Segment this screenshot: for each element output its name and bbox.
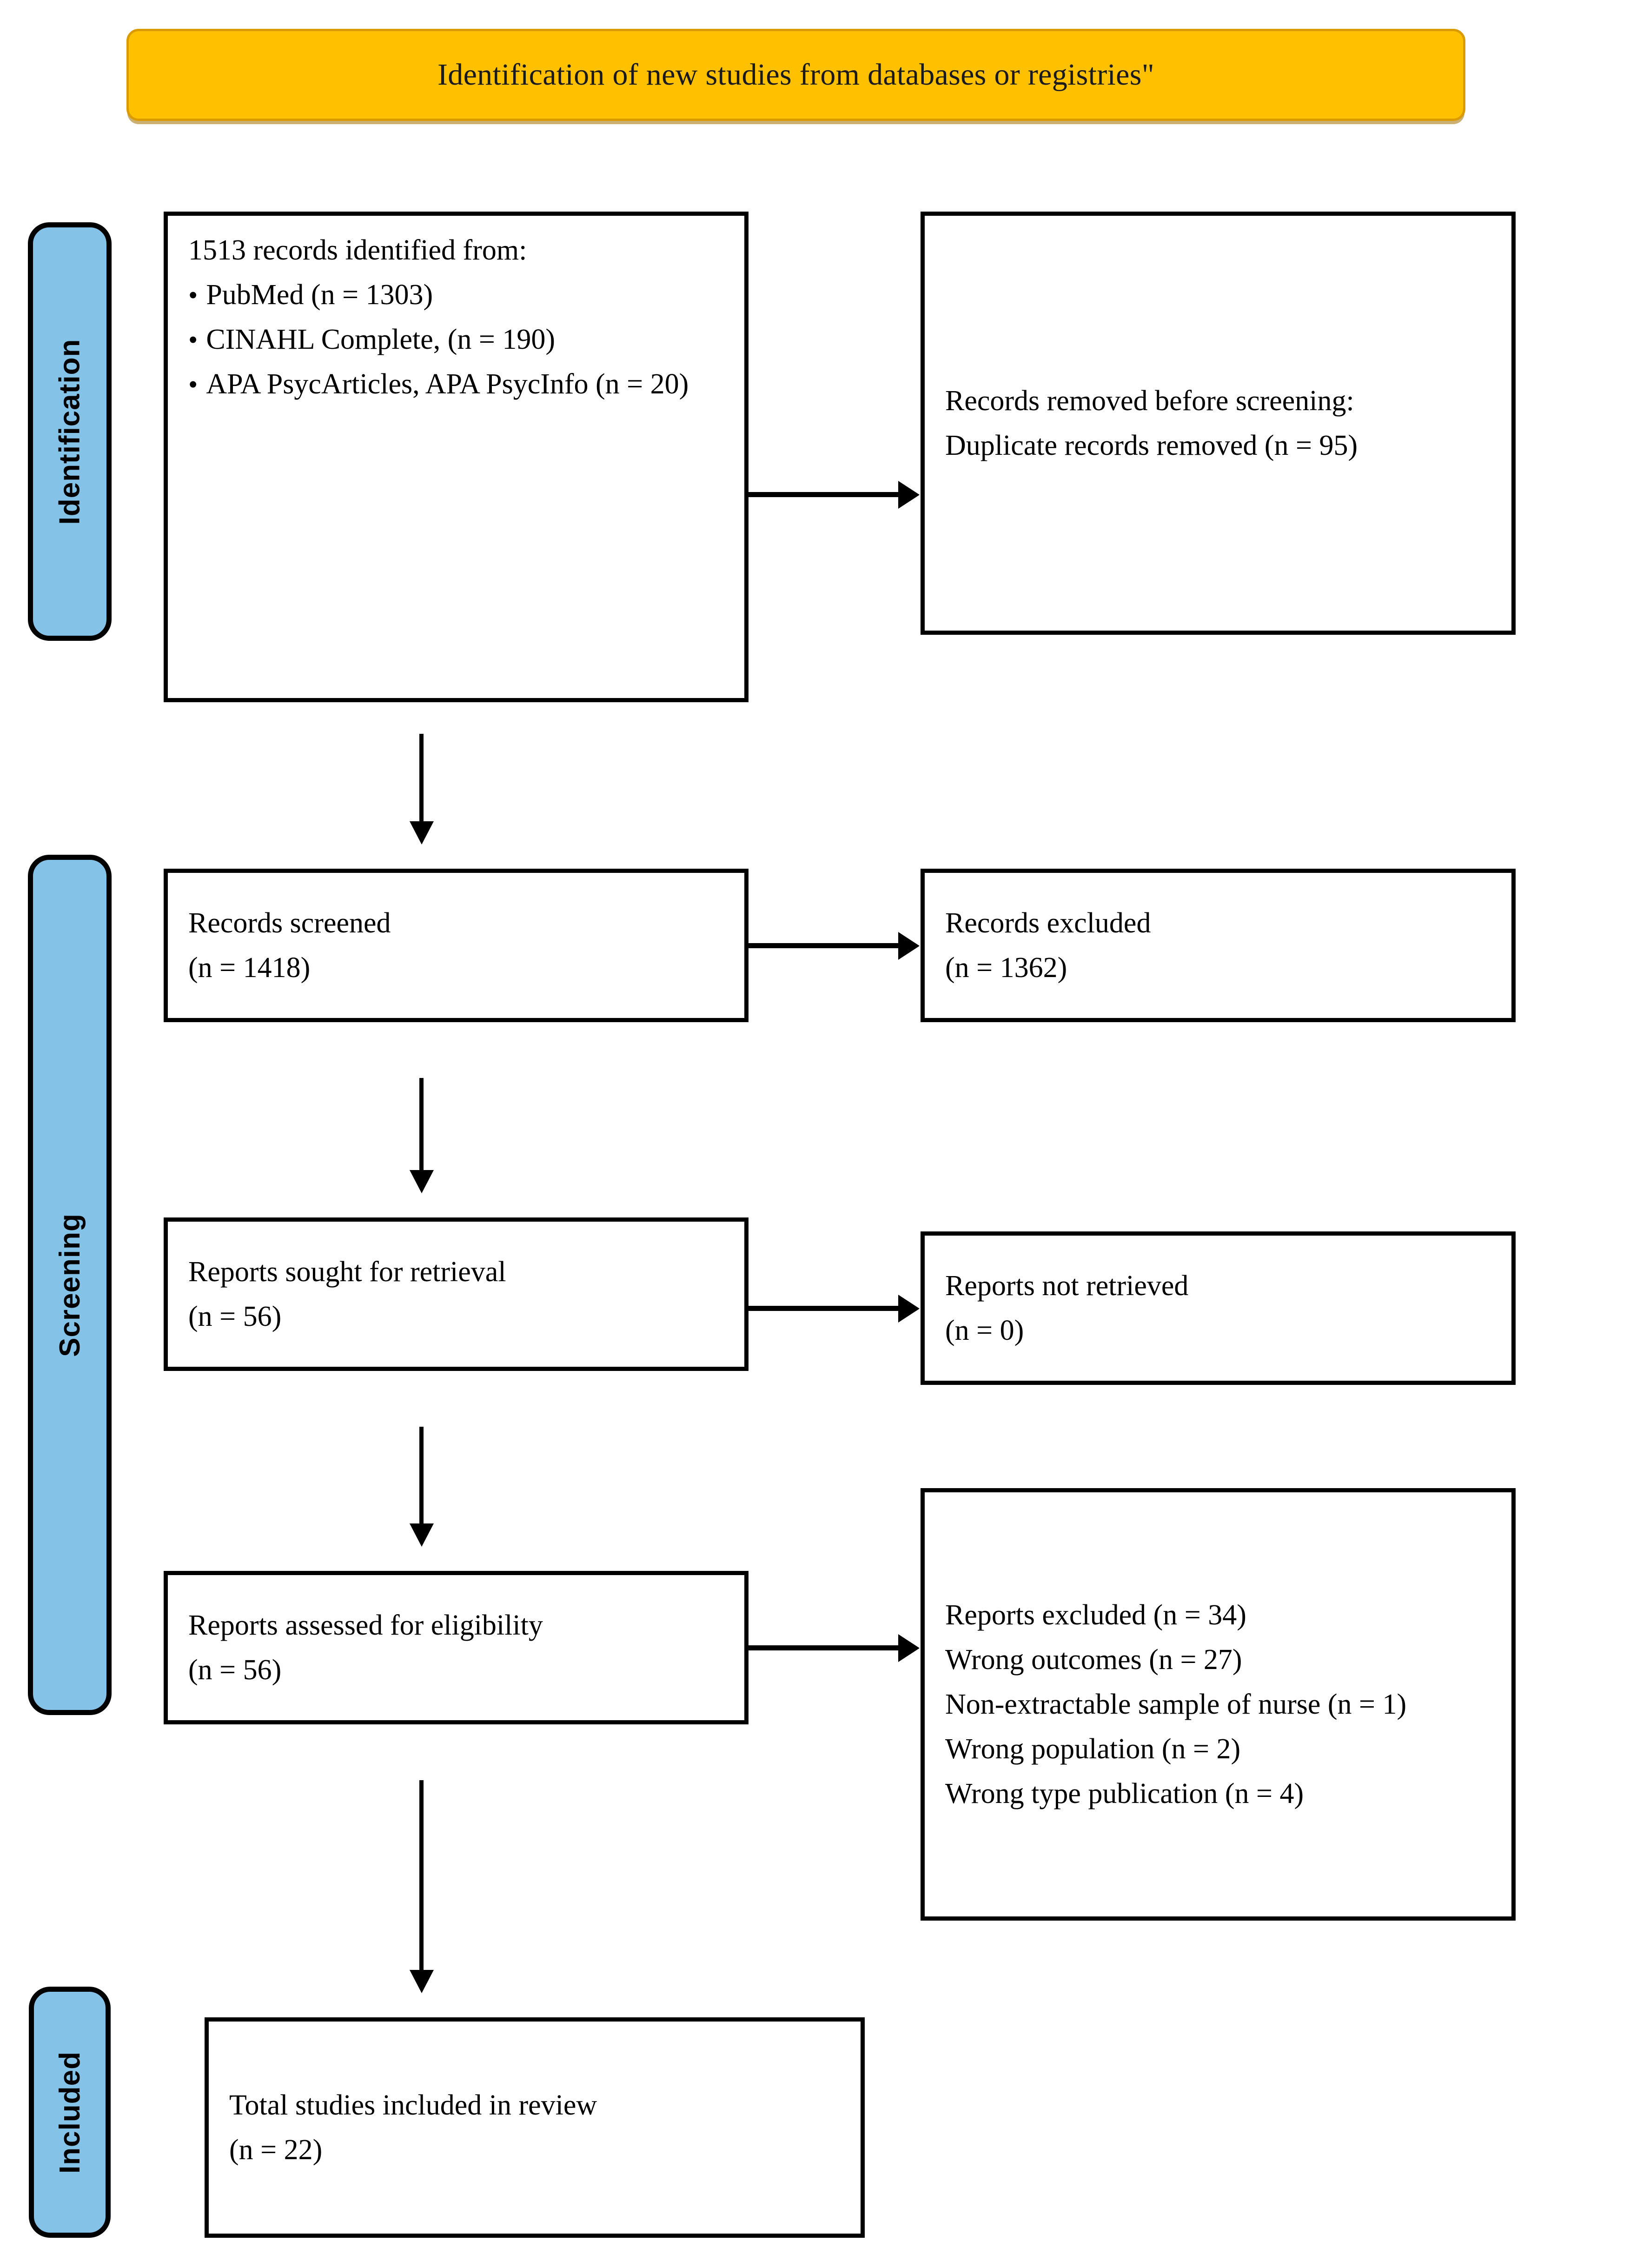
reports-not-retrieved-label: Reports not retrieved bbox=[945, 1270, 1189, 1302]
arrow-down-icon bbox=[419, 734, 424, 822]
stage-label-screening-text: Screening bbox=[53, 1213, 86, 1357]
box-records-excluded: Records excluded (n = 1362) bbox=[921, 869, 1516, 1022]
reports-sought-count: (n = 56) bbox=[188, 1301, 282, 1332]
list-item: Non-extractable sample of nurse (n = 1) bbox=[945, 1688, 1407, 1720]
stage-label-included-text: Included bbox=[53, 2051, 86, 2174]
arrow-down-icon bbox=[419, 1427, 424, 1524]
list-item: Reports excluded (n = 34) bbox=[945, 1599, 1246, 1631]
stage-label-included: Included bbox=[29, 1987, 111, 2238]
stage-label-screening: Screening bbox=[28, 855, 112, 1715]
list-item: PubMed (n = 1303) bbox=[188, 273, 724, 317]
records-removed-line-1: Records removed before screening: bbox=[945, 385, 1354, 417]
arrow-right-icon bbox=[746, 492, 899, 497]
box-total-included: Total studies included in review (n = 22… bbox=[205, 2017, 865, 2238]
stage-label-identification: Identification bbox=[28, 222, 112, 641]
list-item: Wrong outcomes (n = 27) bbox=[945, 1643, 1242, 1676]
records-screened-label: Records screened bbox=[188, 907, 391, 939]
list-item: CINAHL Complete, (n = 190) bbox=[188, 317, 724, 362]
arrow-right-icon bbox=[746, 943, 899, 948]
box-reports-excluded-reasons: Reports excluded (n = 34) Wrong outcomes… bbox=[921, 1488, 1516, 1921]
diagram-header-banner: Identification of new studies from datab… bbox=[126, 29, 1465, 121]
reports-not-retrieved-count: (n = 0) bbox=[945, 1315, 1024, 1346]
total-included-label: Total studies included in review bbox=[229, 2089, 597, 2121]
reports-excluded-reason-list: Reports excluded (n = 34) Wrong outcomes… bbox=[945, 1593, 1491, 1816]
box-records-identified: 1513 records identified from: PubMed (n … bbox=[164, 212, 749, 702]
records-removed-line-2: Duplicate records removed (n = 95) bbox=[945, 430, 1358, 461]
arrow-right-icon bbox=[746, 1306, 899, 1311]
reports-assessed-label: Reports assessed for eligibility bbox=[188, 1609, 543, 1641]
arrow-down-icon bbox=[419, 1780, 424, 1971]
box-reports-sought: Reports sought for retrieval (n = 56) bbox=[164, 1217, 749, 1371]
box-reports-assessed: Reports assessed for eligibility (n = 56… bbox=[164, 1571, 749, 1724]
box-records-screened: Records screened (n = 1418) bbox=[164, 869, 749, 1022]
box-reports-not-retrieved: Reports not retrieved (n = 0) bbox=[921, 1231, 1516, 1385]
records-excluded-label: Records excluded bbox=[945, 907, 1151, 939]
page-title: Identification of new studies from datab… bbox=[437, 58, 1154, 92]
records-identified-source-list: PubMed (n = 1303) CINAHL Complete, (n = … bbox=[188, 273, 724, 406]
records-excluded-count: (n = 1362) bbox=[945, 952, 1067, 984]
records-screened-count: (n = 1418) bbox=[188, 952, 311, 984]
list-item: Wrong population (n = 2) bbox=[945, 1733, 1241, 1765]
box-records-removed: Records removed before screening: Duplic… bbox=[921, 212, 1516, 635]
records-identified-heading: 1513 records identified from: bbox=[188, 234, 527, 266]
total-included-count: (n = 22) bbox=[229, 2134, 323, 2166]
list-item: APA PsycArticles, APA PsycInfo (n = 20) bbox=[188, 362, 724, 406]
arrow-right-icon bbox=[746, 1645, 899, 1650]
stage-label-identification-text: Identification bbox=[53, 339, 86, 525]
list-item: Wrong type publication (n = 4) bbox=[945, 1778, 1304, 1810]
reports-assessed-count: (n = 56) bbox=[188, 1654, 282, 1686]
reports-sought-label: Reports sought for retrieval bbox=[188, 1256, 506, 1288]
arrow-down-icon bbox=[419, 1078, 424, 1171]
